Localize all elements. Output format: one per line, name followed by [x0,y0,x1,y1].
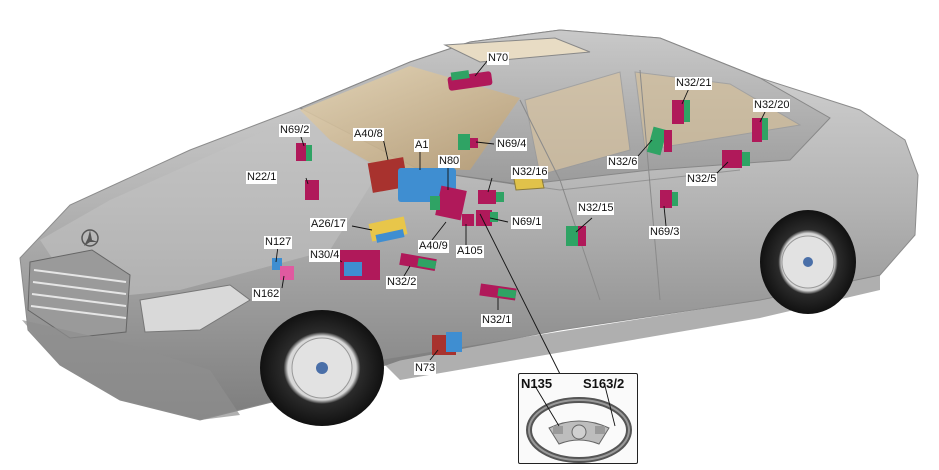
module-n22-1 [305,180,319,200]
grille [27,249,131,339]
label-n32-15: N32/15 [577,202,615,215]
module-n32-15 [566,226,578,246]
label-n32-2: N32/2 [386,276,418,289]
leader-lines [275,59,769,379]
module-n127 [272,258,282,270]
label-a40-8: A40/8 [353,128,384,141]
module-n69-2 [296,143,306,161]
label-n69-4: N69/4 [496,138,528,151]
label-n32-5: N32/5 [686,173,718,186]
label-a26-17: A26/17 [310,218,347,231]
label-n32-6: N32/6 [607,156,639,169]
module-n32-16 [478,190,496,204]
module-n32-6 [646,126,668,156]
label-s163-2: S163/2 [583,376,625,391]
steering-wheel-inset: N135 S163/2 [518,373,638,464]
label-n69-1: N69/1 [511,216,543,229]
module-n162 [280,266,294,280]
label-n32-20: N32/20 [753,99,791,112]
label-n22-1: N22/1 [246,171,278,184]
module-n69-4 [458,134,470,150]
module-a105 [462,214,474,226]
label-n32-1: N32/1 [481,314,513,327]
module-n69-1 [476,210,492,226]
module-n32-21 [672,100,684,124]
rear-wheel [760,210,856,314]
label-n70: N70 [487,52,510,65]
steering-wheel-icon [526,385,632,463]
label-n30-4: N30/4 [309,249,341,262]
front-wheel [260,310,384,426]
label-n69-3: N69/3 [649,226,681,239]
module-n80 [435,185,467,221]
module-n32-20 [752,118,762,142]
label-n69-2: N69/2 [279,124,311,137]
label-a1: A1 [414,139,430,152]
label-n162: N162 [252,288,281,301]
label-n127: N127 [264,236,293,249]
label-n135: N135 [521,376,553,391]
label-a40-9: A40/9 [418,240,449,253]
module-n69-3 [660,190,672,208]
control-modules [272,70,768,355]
label-n80: N80 [438,155,461,168]
label-a105: A105 [456,245,484,258]
label-n32-16: N32/16 [511,166,549,179]
label-n73: N73 [414,362,437,375]
label-n32-21: N32/21 [675,77,713,90]
